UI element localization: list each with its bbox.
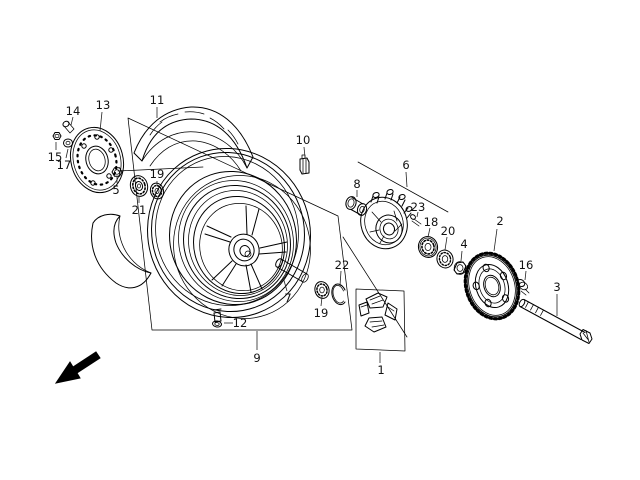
callout-leader-16 [524,270,527,281]
flange-nut-drawing [453,261,467,275]
callout-label-8-7: 8 [353,177,360,191]
callout-label-2-1: 2 [496,214,503,228]
callout-leader-13 [99,111,103,132]
box-connector-line [342,236,408,338]
flange-studs [370,188,413,219]
wheel-spokes [204,205,288,293]
damper-set-drawing [358,292,398,333]
dust-seal-drawing [436,249,454,269]
callout-label-13-12: 13 [96,98,111,112]
callout-label-6-5: 6 [402,158,409,172]
wheel-drawing [147,147,311,319]
brake-disc-drawing [69,126,125,194]
stud-bolt-23-drawing [410,214,422,227]
callout-label-20-20: 20 [441,224,456,238]
callout-label-12-11: 12 [233,316,248,330]
callout-leader-10 [303,146,306,158]
callout-leader-2 [493,228,498,252]
callout-leader-18 [427,227,431,238]
callout-leader-19 [320,296,323,307]
hub-assembly-box-6 [357,161,449,213]
callout-label-19-18: 19 [150,167,165,181]
callout-label-19-19: 19 [314,306,329,320]
callout-label-5-4: 5 [112,183,119,197]
callout-label-11-10: 11 [150,93,165,107]
callout-leader-14 [70,116,74,126]
sprocket-bolt-drawing [516,279,530,296]
callout-label-22-22: 22 [335,258,350,272]
callout-label-4-3: 4 [460,237,467,251]
o-ring-drawing [331,283,346,306]
sprocket-drawing [463,251,521,321]
hugger-drawing [91,106,254,289]
callout-label-18-17: 18 [424,215,439,229]
callout-leader-4 [460,250,463,262]
callout-leader-20 [444,236,448,251]
front-direction-arrow [54,351,101,384]
bearing-19-right-drawing [314,281,330,299]
callout-label-16-15: 16 [519,258,534,272]
bearing-21-drawing [129,175,149,197]
callout-label-21-21: 21 [132,203,147,217]
callout-leader-22 [339,270,342,287]
callout-label-17-16: 17 [57,158,72,172]
side-collar-drawing [345,196,368,216]
disc-bolt-drawing [62,120,75,134]
spacer-collar-drawing [275,258,309,283]
callout-leader-23 [416,211,419,218]
balance-weight-drawing [299,154,310,175]
callout-label-9-8: 9 [253,351,260,365]
callout-label-7-6: 7 [284,291,291,305]
callout-label-3-2: 3 [553,280,560,294]
bearing-18-drawing [417,236,439,258]
callout-leader-7 [282,276,288,292]
axle-shaft-drawing [518,298,593,344]
bearing-bracket-line [117,166,204,172]
callout-label-15-14: 15 [48,150,63,164]
driven-flange-drawing [360,188,413,250]
callout-leader-17 [65,148,69,159]
callout-leader-6 [405,171,408,188]
damper-set-box-1 [355,288,406,352]
callout-label-10-9: 10 [296,133,311,147]
washer-drawing [63,138,73,148]
bearing-19-left-drawing [149,182,165,200]
axle-threads [525,301,544,316]
callout-label-23-23: 23 [411,200,426,214]
axle-nut-drawing [111,167,123,177]
callout-label-14-13: 14 [66,104,81,118]
valve-stem-drawing [212,308,222,328]
left-nut-drawing [52,132,62,140]
callout-label-1-0: 1 [377,363,384,377]
